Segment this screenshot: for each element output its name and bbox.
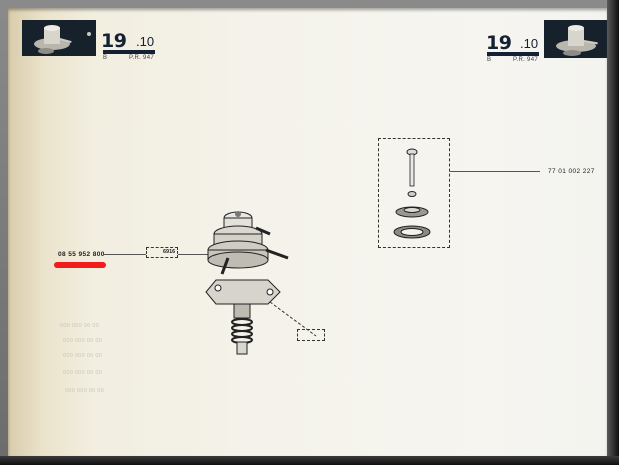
section-bar-left [103, 50, 155, 54]
section-number-right: 19 [486, 32, 512, 54]
fuel-pump-thumbnail-left [22, 20, 96, 56]
gasket-callout-dashed-box [297, 329, 325, 341]
part-number-mounting-kit: 77 01 002 227 [548, 168, 595, 175]
catalog-page: 19 .10 B P.R. 947 19 .10 B P.R. 947 000 … [8, 8, 608, 456]
ghost-text: 000 000 00 00 [60, 323, 100, 329]
ghost-text: 000 000 00 00 [63, 370, 103, 376]
mounting-kit-illustration [393, 148, 431, 239]
frame-shadow-bottom [0, 456, 619, 465]
leader-line-fuel-pump-2 [178, 254, 208, 255]
frame-shadow-right [607, 0, 619, 465]
leader-line-fuel-pump [104, 254, 146, 255]
ghost-text: 000 000 00 00 [65, 388, 105, 394]
ghost-text: 000 000 00 00 [63, 353, 103, 359]
section-bar-right [487, 52, 539, 56]
inline-code: 6916 [163, 249, 176, 255]
reference-left: P.R. 947 [129, 55, 154, 61]
leader-line-mounting-kit [450, 171, 540, 172]
callout-dashed-box [146, 247, 178, 258]
section-sub-left: .10 [136, 34, 155, 49]
mounting-kit-dashed-box [378, 138, 450, 248]
section-number-left: 19 [101, 30, 127, 52]
fuel-pump-thumbnail-right [544, 20, 608, 58]
part-number-fuel-pump: 08 55 952 800 [58, 251, 105, 258]
reference-right: P.R. 947 [513, 57, 538, 63]
red-highlight-underline [54, 262, 106, 268]
section-sub-right: .10 [520, 36, 539, 51]
edition-letter-left: B [103, 55, 108, 61]
ghost-text: 000 000 00 00 [63, 338, 103, 344]
edition-letter-right: B [487, 57, 492, 63]
fuel-pump-illustration [205, 211, 317, 355]
